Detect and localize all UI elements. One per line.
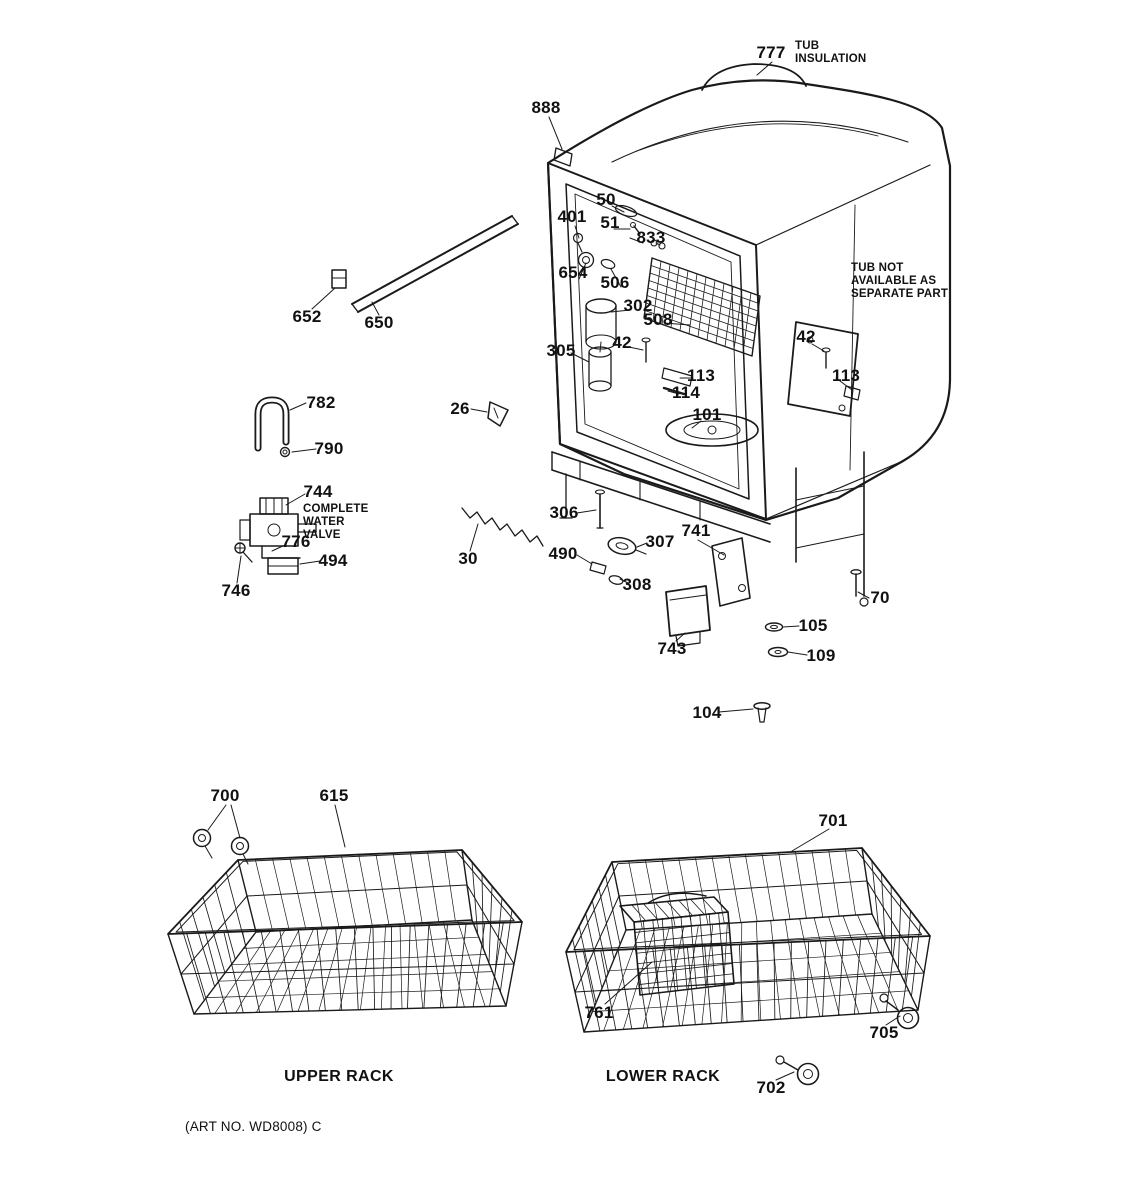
upper-rack [167,828,523,1015]
callout-782: 782 [306,393,336,412]
callout-744: 744 [303,482,333,501]
callout-702: 702 [756,1078,786,1097]
lower-rack-caption: LOWER RACK [605,1068,721,1085]
silverware-basket [619,892,735,996]
callout-508: 508 [643,310,673,329]
callout-776: 776 [281,532,311,551]
callout-833: 833 [636,228,666,247]
callout-307: 307 [645,532,675,551]
callout-705: 705 [869,1023,899,1042]
callout-650: 650 [364,313,394,332]
callout-42: 42 [796,327,816,346]
callout-113: 113 [686,366,716,385]
callout-101: 101 [692,405,722,424]
tub-assembly [546,63,952,607]
callout-42: 42 [612,333,632,352]
callout-746: 746 [221,581,251,600]
callout-305: 305 [546,341,576,360]
callout-777: 777 [756,43,786,62]
callout-30: 30 [458,549,478,568]
callout-743: 743 [657,639,687,658]
callout-50: 50 [596,190,616,209]
callout-654: 654 [558,263,588,282]
callout-70: 70 [870,588,890,607]
callout-113: 113 [831,366,861,385]
callout-615: 615 [319,786,349,805]
callout-790: 790 [314,439,344,458]
upper-rack-caption: UPPER RACK [284,1068,394,1085]
callout-700: 700 [210,786,240,805]
callout-308: 308 [622,575,652,594]
callout-109: 109 [806,646,836,665]
callout-26: 26 [450,399,470,418]
callout-401: 401 [557,207,587,226]
callout-761: 761 [584,1003,614,1022]
leader-lines [207,61,901,1081]
callout-506: 506 [600,273,630,292]
callout-104: 104 [692,703,722,722]
callout-302: 302 [623,296,653,315]
art-number: (ART NO. WD8008) C [185,1119,322,1134]
callout-701: 701 [818,811,848,830]
callout-494: 494 [318,551,348,570]
callout-741: 741 [681,521,711,540]
small-parts [234,147,862,723]
callout-490: 490 [548,544,578,563]
callout-888: 888 [531,98,561,117]
callout-652: 652 [292,307,322,326]
callout-105: 105 [798,616,828,635]
callout-306: 306 [549,503,579,522]
callout-51: 51 [600,213,620,232]
callout-114: 114 [671,383,701,402]
